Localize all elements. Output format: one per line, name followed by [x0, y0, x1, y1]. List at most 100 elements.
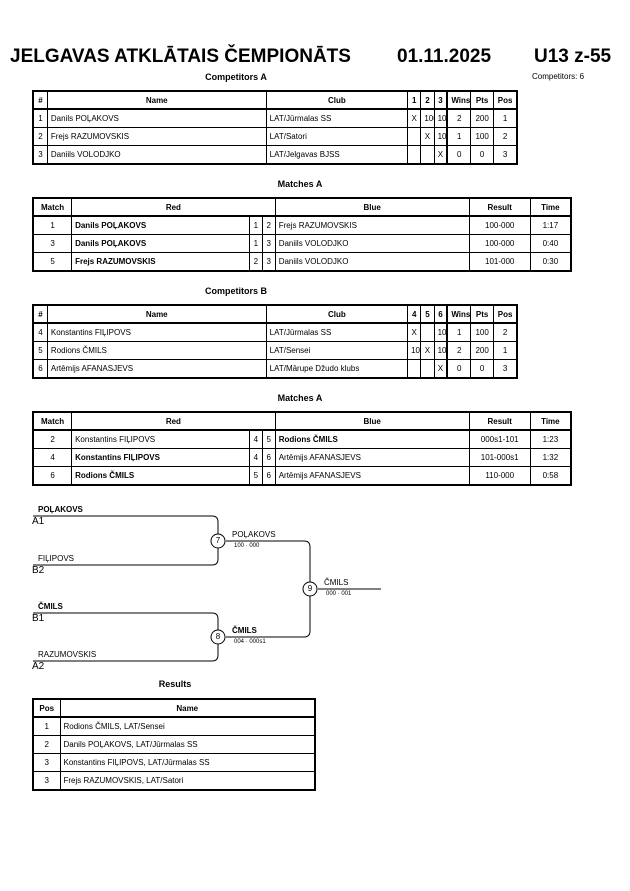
- pool-a-heading: Competitors A: [205, 72, 267, 82]
- bracket-sf2-top-name: ČMILS: [38, 602, 63, 611]
- col-pos: Pos: [493, 90, 518, 110]
- matches-b-table: Match Red Blue Result Time 2 Konstantins…: [32, 411, 572, 486]
- cell: LAT/Sensei: [265, 341, 409, 360]
- col-num: #: [32, 304, 48, 324]
- col-time: Time: [529, 411, 572, 431]
- results-header-row: Pos Name: [32, 698, 316, 718]
- col-result: Result: [468, 411, 531, 431]
- table-row: 5 Frejs RAZUMOVSKIS 2 3 Daniils VOLODJKO…: [32, 252, 572, 272]
- col-pos: Pos: [32, 698, 61, 718]
- bracket-sf1-bottom-seed: B2: [32, 565, 45, 576]
- cell: 100: [407, 341, 422, 360]
- cell: Frejs RAZUMOVSKIS: [71, 252, 250, 272]
- match-9-number: 9: [307, 584, 313, 593]
- cell: LAT/Mārupe Džudo klubs: [265, 359, 409, 379]
- matches-b-heading: Matches A: [277, 393, 323, 403]
- cell: 200: [470, 341, 495, 360]
- cell: Frejs RAZUMOVSKIS, LAT/Satori: [59, 771, 316, 791]
- results-table: Pos Name 1 Rodions ČMILS, LAT/Sensei 2 D…: [32, 698, 316, 791]
- bracket-final-line: [226, 540, 311, 638]
- cell: Danils POĻAKOVS: [71, 234, 250, 253]
- col-num: #: [32, 90, 48, 110]
- bracket-sf2-bottom-seed: A2: [32, 661, 45, 672]
- pool-b-header-row: # Name Club 4 5 6 Wins Pts Pos: [32, 304, 518, 324]
- match-7-number: 7: [215, 536, 221, 545]
- cell: 1: [32, 716, 61, 736]
- col-pos: Pos: [493, 304, 518, 324]
- table-row: 5 Rodions ČMILS LAT/Sensei 100 X 100 2 2…: [32, 341, 518, 360]
- cell: 2: [32, 127, 48, 146]
- table-row: 3 Danils POĻAKOVS 1 3 Daniils VOLODJKO 1…: [32, 234, 572, 253]
- cell: Konstantins FIĻIPOVS, LAT/Jūrmalas SS: [59, 753, 316, 772]
- cell: 2: [493, 127, 518, 146]
- col-club: Club: [265, 304, 409, 324]
- cell: 3: [493, 145, 518, 165]
- col-blue: Blue: [274, 411, 470, 431]
- col-red: Red: [71, 411, 276, 431]
- pool-b-table: # Name Club 4 5 6 Wins Pts Pos 4 Konstan…: [32, 304, 518, 379]
- cell: 0:30: [529, 252, 572, 272]
- col-result: Result: [468, 197, 531, 217]
- cell: Danils POĻAKOVS, LAT/Jūrmalas SS: [59, 735, 316, 754]
- col-red: Red: [71, 197, 276, 217]
- cell: 3: [493, 359, 518, 379]
- results-heading: Results: [158, 679, 192, 689]
- col-name: Name: [59, 698, 316, 718]
- pool-a-header-row: # Name Club 1 2 3 Wins Pts Pos: [32, 90, 518, 110]
- bracket-final-name: ČMILS: [324, 578, 349, 587]
- cell: 0:40: [529, 234, 572, 253]
- cell: Rodions ČMILS, LAT/Sensei: [59, 716, 316, 736]
- bracket-w7-score: 100 · 000: [234, 543, 260, 549]
- col-blue: Blue: [274, 197, 470, 217]
- col-time: Time: [529, 197, 572, 217]
- cell: 6: [32, 466, 73, 486]
- table-row: 2 Danils POĻAKOVS, LAT/Jūrmalas SS: [32, 735, 316, 754]
- cell: 1:32: [529, 448, 572, 467]
- match-7-circle: [210, 533, 226, 549]
- cell: 2: [32, 735, 61, 754]
- competitors-count: Competitors: 6: [532, 72, 585, 81]
- col-wins: Wins: [446, 90, 472, 110]
- event-title: JELGAVAS ATKLĀTAIS ČEMPIONĀTS: [10, 46, 351, 67]
- cell: 110-000: [468, 466, 531, 486]
- bracket-w7-name: POĻAKOVS: [232, 530, 276, 539]
- match-9-circle: [302, 581, 318, 597]
- cell: Daniils VOLODJKO: [46, 145, 267, 165]
- cell: 3: [32, 145, 48, 165]
- bracket-sf2-top-seed: B1: [32, 613, 45, 624]
- matches-a-header-row: Match Red Blue Result Time: [32, 197, 572, 217]
- cell: 3: [32, 753, 61, 772]
- table-row: 3 Frejs RAZUMOVSKIS, LAT/Satori: [32, 771, 316, 791]
- weight-category: U13 z-55: [534, 46, 612, 67]
- cell: 2: [446, 341, 472, 360]
- cell: 0:58: [529, 466, 572, 486]
- col-match: Match: [32, 197, 73, 217]
- bracket-sf1-top-name: POĻAKOVS: [38, 505, 83, 514]
- matches-a-heading: Matches A: [277, 179, 323, 189]
- table-row: 1 Danils POĻAKOVS 1 2 Frejs RAZUMOVSKIS …: [32, 215, 572, 235]
- bracket-final-score: 000 · 001: [326, 591, 352, 597]
- cell: Artēmijs AFANASJEVS: [274, 466, 470, 486]
- matches-b-header-row: Match Red Blue Result Time: [32, 411, 572, 431]
- col-wins: Wins: [446, 304, 472, 324]
- bracket-sf1-top-seed: A1: [32, 516, 45, 527]
- cell: 101-000s1: [468, 448, 531, 467]
- cell: 101-000: [468, 252, 531, 272]
- cell: 3: [32, 771, 61, 791]
- page-header: JELGAVAS ATKLĀTAIS ČEMPIONĀTS 01.11.2025…: [10, 46, 622, 70]
- bracket-w8-name: ČMILS: [232, 626, 257, 635]
- table-row: 6 Artēmijs AFANASJEVS LAT/Mārupe Džudo k…: [32, 359, 518, 379]
- pool-a-table: # Name Club 1 2 3 Wins Pts Pos 1 Danils …: [32, 90, 518, 165]
- cell: Rodions ČMILS: [71, 466, 250, 486]
- cell: 1: [493, 341, 518, 360]
- bracket-sf1-bottom-name: FIĻIPOVS: [38, 554, 75, 563]
- table-row: 4 Konstantins FIĻIPOVS 4 6 Artēmijs AFAN…: [32, 448, 572, 467]
- table-row: 3 Konstantins FIĻIPOVS, LAT/Jūrmalas SS: [32, 753, 316, 772]
- table-row: 1 Rodions ČMILS, LAT/Sensei: [32, 716, 316, 736]
- cell: 100-000: [468, 234, 531, 253]
- matches-a-table: Match Red Blue Result Time 1 Danils POĻA…: [32, 197, 572, 272]
- table-row: 2 Frejs RAZUMOVSKIS LAT/Satori X 100 1 1…: [32, 127, 518, 146]
- match-8-number: 8: [215, 632, 221, 641]
- table-row: 3 Daniils VOLODJKO LAT/Jelgavas BJSS X 0…: [32, 145, 518, 165]
